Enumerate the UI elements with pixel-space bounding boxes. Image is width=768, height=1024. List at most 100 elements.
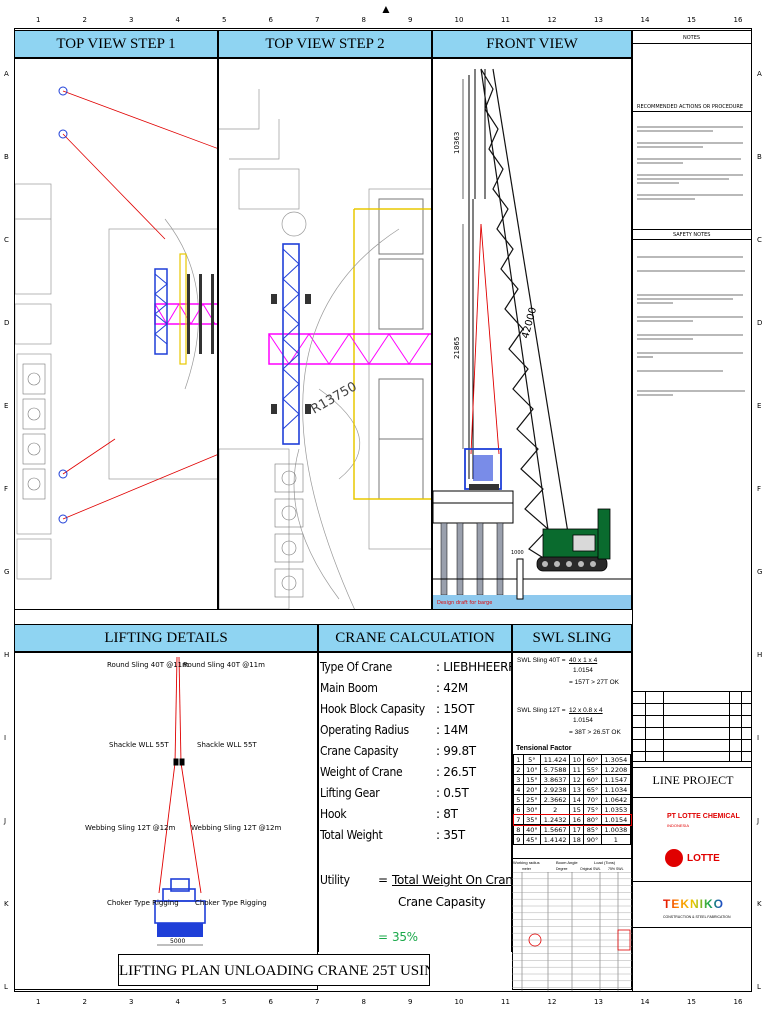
lifting-details-panel: 5000 Round Sling 40T @11m Round Sling 40… [14, 652, 318, 990]
ruler-number: 5 [222, 16, 227, 24]
tensional-cell: 7 [513, 814, 524, 825]
tensional-cell: 4 [513, 784, 524, 795]
header-top-view-2: TOP VIEW STEP 2 [218, 30, 432, 58]
tensional-cell: 18 [569, 834, 585, 845]
ruler-letter: L [4, 983, 8, 991]
calc-value: : 99.8T [436, 744, 476, 758]
ruler-letter: D [4, 319, 10, 327]
calc-value: : 14M [436, 723, 468, 737]
load-h-load: Load (Tons) [594, 860, 616, 865]
tensional-cell: 2 [540, 804, 571, 815]
calc-label: Crane Capasity [320, 744, 399, 758]
recommended-title: RECOMMENDED ACTIONS OR PROCEDURE [637, 104, 744, 110]
ground-dim: 1000 [511, 550, 524, 556]
swl-40-result: = 157T > 27T OK [569, 679, 619, 686]
ruler-number: 4 [175, 998, 180, 1006]
radius-label: R13750 [309, 379, 360, 417]
shackle-left-label: Shackle WLL 55T [109, 741, 169, 749]
tensional-cell: 11 [569, 764, 585, 775]
bottom-title: LIFTING PLAN UNLOADING CRANE 25T USING C… [118, 954, 430, 986]
ruler-number: 7 [315, 998, 320, 1006]
client-sub: INDONESIA [667, 823, 690, 828]
ruler-letter: G [4, 568, 10, 576]
load-sh-degree: Degree [556, 867, 568, 871]
ruler-number: 13 [594, 16, 603, 24]
top-view-1-drawing [15, 86, 217, 580]
client-name: PT LOTTE CHEMICAL [667, 813, 740, 820]
ruler-letter: C [757, 236, 762, 244]
webbing-right-label: Webbing Sling 12T @12m [191, 824, 282, 832]
ruler-letter: E [4, 402, 9, 410]
utility-label: Utility [320, 873, 350, 887]
swl-40-div: 1.0154 [573, 667, 593, 674]
project-name: LINE PROJECT [652, 773, 734, 787]
ruler-number: 11 [501, 998, 510, 1006]
tensional-cell: 16 [569, 814, 585, 825]
tensional-cell: 15° [522, 774, 542, 785]
boom-dim-1: 10363 [453, 132, 461, 154]
tensional-cell: 1.0038 [600, 824, 632, 835]
ruler-number: 4 [175, 16, 180, 24]
utility-equals: = [378, 873, 388, 887]
calc-label: Hook [320, 807, 347, 821]
ruler-number: 3 [129, 16, 134, 24]
ruler-number: 1 [36, 16, 41, 24]
choker-right-label: Choker Type Rigging [195, 899, 267, 907]
tensional-cell: 80° [583, 814, 602, 825]
tensional-cell: 90° [583, 834, 602, 845]
ruler-letter: K [4, 900, 9, 908]
ruler-number: 16 [733, 998, 743, 1006]
north-arrow-icon: ▲ [380, 2, 392, 16]
tensional-cell: 1.2208 [600, 764, 632, 775]
contractor-logo: TEKNIKO [663, 897, 724, 911]
result-equals: = [378, 930, 388, 944]
ruler-number: 6 [268, 998, 273, 1006]
ruler-number: 1 [36, 998, 41, 1006]
ruler-number: 8 [361, 16, 366, 24]
ruler-number: 10 [454, 16, 464, 24]
ruler-number: 2 [82, 998, 87, 1006]
safety-lines [637, 256, 745, 396]
title-block: NOTES RECOMMENDED ACTIONS OR PROCEDURE S… [632, 30, 752, 992]
ruler-letter: H [757, 651, 763, 659]
tensional-cell: 40° [522, 824, 542, 835]
tensional-cell: 1.0642 [600, 794, 632, 805]
tensional-cell: 70° [583, 794, 602, 805]
recommended-lines [637, 126, 743, 200]
ruler-number: 2 [82, 16, 87, 24]
tensional-title: Tensional Factor [516, 745, 572, 752]
calc-value: : 8T [436, 807, 458, 821]
tensional-cell: 10 [569, 754, 585, 765]
swl-12-result: = 38T > 26.5T OK [569, 729, 621, 736]
tensional-cell: 2 [513, 764, 524, 775]
header-front-view: FRONT VIEW [432, 30, 632, 58]
round-sling-right-label: Round Sling 40T @11m [183, 661, 265, 669]
ruler-letter: I [4, 734, 7, 742]
lotte-text: LOTTE [687, 853, 720, 864]
ruler-number: 6 [268, 16, 273, 24]
load-h-angle: Boom Angle [556, 860, 578, 865]
tensional-cell: 1 [600, 834, 632, 845]
tensional-cell: 14 [569, 794, 585, 805]
ruler-number: 13 [594, 998, 603, 1006]
ruler-number: 10 [454, 998, 464, 1006]
calc-label: Lifting Gear [320, 786, 380, 800]
tensional-cell: 1.0154 [600, 814, 632, 825]
ruler-number: 14 [640, 16, 650, 24]
calc-label: Total Weight [320, 828, 383, 842]
ruler-number: 15 [687, 16, 696, 24]
load-sh-75: 75% SWL [608, 867, 624, 871]
tensional-cell: 30° [522, 804, 542, 815]
tensional-cell: 3.8637 [540, 774, 571, 785]
width-dim: 5000 [170, 938, 185, 945]
header-swl-sling: SWL SLING [512, 624, 632, 652]
tensional-cell: 65° [583, 784, 602, 795]
round-sling-left-label: Round Sling 40T @11m [107, 661, 189, 669]
tensional-cell: 3 [513, 774, 524, 785]
water-note: Design draft for barge [437, 600, 492, 606]
ruler-number: 12 [547, 16, 557, 24]
tensional-cell: 20° [522, 784, 542, 795]
ruler-number: 12 [547, 998, 557, 1006]
